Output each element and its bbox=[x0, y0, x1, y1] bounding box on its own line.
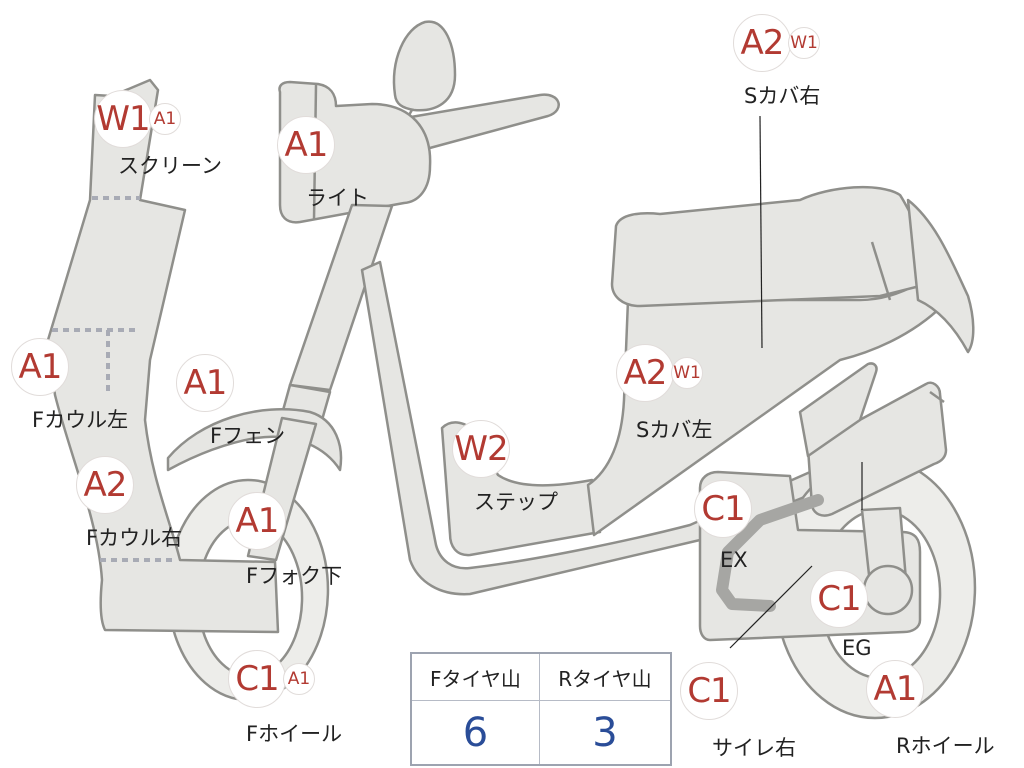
label-front-wheel: Fホイール bbox=[246, 722, 343, 746]
marker-side-cover-left-codes: A2 W1 bbox=[616, 344, 703, 402]
code-badge: A2 bbox=[733, 14, 791, 72]
tire-tread-table: Fタイヤ山 Rタイヤ山 6 3 bbox=[410, 652, 672, 766]
front-frame-tube bbox=[288, 203, 394, 392]
label-front-cowl-left: Fカウル左 bbox=[32, 408, 129, 432]
header-front-tire-tread: Fタイヤ山 bbox=[410, 652, 540, 701]
code-badge-secondary: A1 bbox=[283, 663, 315, 695]
code-badge: A1 bbox=[176, 354, 234, 412]
table-header-row: Fタイヤ山 Rタイヤ山 bbox=[410, 652, 672, 701]
label-side-cover-right: Sカバ右 bbox=[744, 84, 821, 108]
label-front-fender: Fフェン bbox=[210, 424, 286, 448]
code-badge-secondary: W1 bbox=[671, 357, 703, 389]
marker-rear-wheel-codes: A1 bbox=[866, 660, 924, 718]
marker-front-cowl-left-codes: A1 bbox=[11, 338, 69, 396]
mirror bbox=[392, 20, 457, 112]
muffler bbox=[806, 381, 948, 517]
code-badge: C1 bbox=[228, 650, 286, 708]
label-front-cowl-right: Fカウル右 bbox=[86, 526, 183, 550]
label-side-cover-left: Sカバ左 bbox=[636, 418, 713, 442]
value-rear-tire-tread: 3 bbox=[538, 700, 672, 766]
code-badge: A2 bbox=[616, 344, 674, 402]
exhaust-pipe bbox=[716, 494, 824, 612]
label-muffler-right: サイレ右 bbox=[712, 736, 796, 760]
rear-hub bbox=[862, 564, 914, 616]
marker-front-fork-lower-codes: A1 bbox=[228, 492, 286, 550]
tail-cowl bbox=[906, 198, 975, 354]
marker-front-wheel-codes: C1 A1 bbox=[228, 650, 315, 708]
handlebar bbox=[403, 93, 560, 154]
marker-front-fender-codes: A1 bbox=[176, 354, 234, 412]
seat bbox=[610, 185, 944, 308]
label-screen: スクリーン bbox=[118, 154, 222, 178]
marker-engine-codes: C1 bbox=[810, 570, 868, 628]
code-badge: C1 bbox=[694, 480, 752, 538]
swing-arm bbox=[798, 362, 878, 458]
marker-screen-codes: W1 A1 bbox=[94, 90, 181, 148]
code-badge-secondary: A1 bbox=[149, 103, 181, 135]
header-rear-tire-tread: Rタイヤ山 bbox=[538, 652, 672, 701]
label-exhaust: EX bbox=[720, 548, 748, 572]
marker-exhaust-codes: C1 bbox=[694, 480, 752, 538]
marker-muffler-right-codes: C1 bbox=[680, 662, 738, 720]
marker-step-codes: W2 bbox=[452, 420, 510, 478]
label-light: ライト bbox=[306, 186, 369, 210]
code-badge: C1 bbox=[680, 662, 738, 720]
code-badge: C1 bbox=[810, 570, 868, 628]
label-engine: EG bbox=[842, 636, 872, 660]
value-front-tire-tread: 6 bbox=[410, 700, 540, 766]
leader-side-cover-right bbox=[759, 115, 763, 349]
code-badge-secondary: W1 bbox=[788, 27, 820, 59]
label-front-fork-lower: Fフォク下 bbox=[246, 564, 343, 588]
table-value-row: 6 3 bbox=[410, 700, 672, 766]
marker-light-codes: A1 bbox=[277, 116, 335, 174]
leader-silencer-right bbox=[729, 565, 813, 649]
headlight-cover bbox=[278, 80, 432, 224]
marker-front-cowl-right-codes: A2 bbox=[76, 456, 134, 514]
label-step: ステップ bbox=[474, 490, 558, 514]
code-badge: A1 bbox=[228, 492, 286, 550]
code-badge: A1 bbox=[11, 338, 69, 396]
code-badge: A1 bbox=[866, 660, 924, 718]
marker-side-cover-right-codes: A2 W1 bbox=[733, 14, 820, 72]
code-badge: A2 bbox=[76, 456, 134, 514]
code-badge: A1 bbox=[277, 116, 335, 174]
code-badge: W2 bbox=[452, 420, 510, 478]
code-badge: W1 bbox=[94, 90, 152, 148]
label-rear-wheel: Rホイール bbox=[896, 734, 995, 758]
